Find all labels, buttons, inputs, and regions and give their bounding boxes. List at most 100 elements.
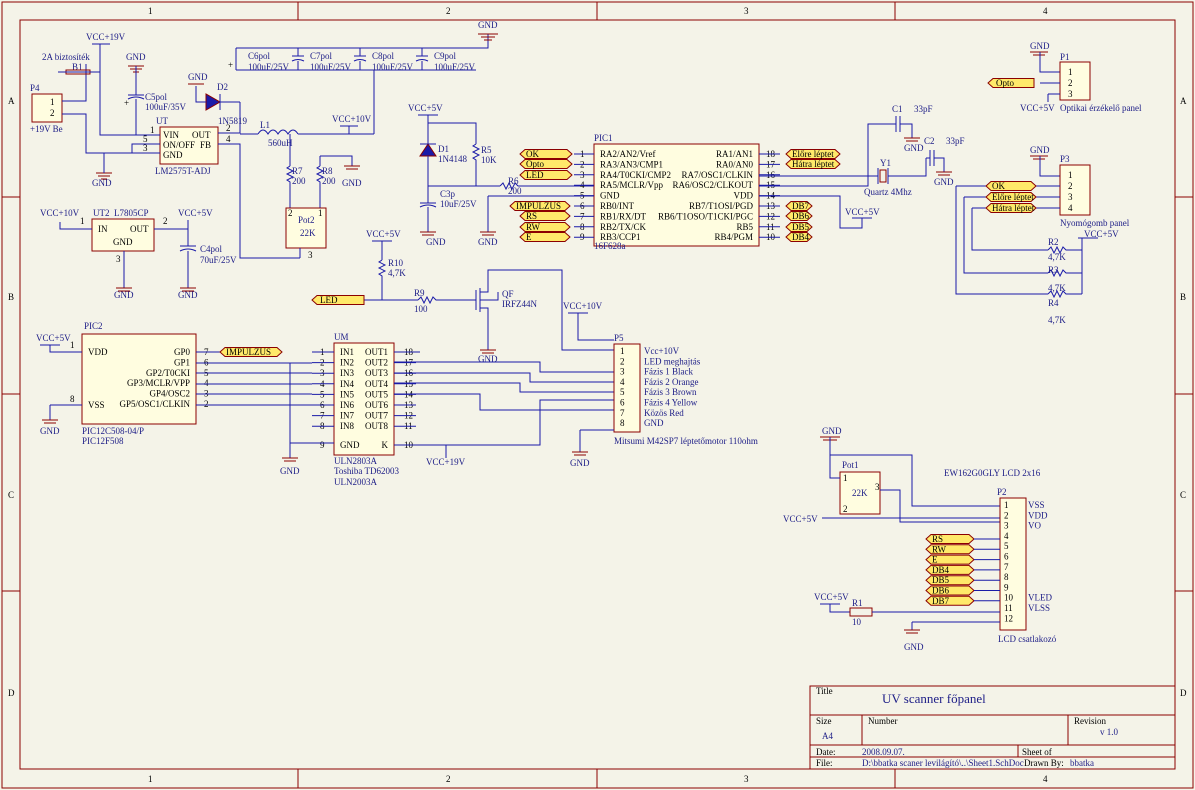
net-ok-pic1 [519, 149, 573, 159]
net-hatra-p3 [985, 203, 1037, 213]
r8-ref: R8 [322, 166, 333, 176]
net-led-pic1 [519, 170, 573, 180]
svg-text:+: + [228, 60, 233, 70]
connectors-right: GND P1 1 2 3 VCC+5V Optikai érzékelő pan… [955, 41, 1142, 325]
p5-pin-number: 5 [620, 387, 625, 397]
pic2-value-1: PIC12C508-04/P [82, 426, 144, 436]
vcc19-label: VCC+19V [86, 32, 126, 42]
ut-value: LM2575T-ADJ [155, 166, 211, 176]
um-ref: UM [334, 332, 349, 342]
um-output-pin: OUT6 [365, 400, 388, 410]
p5-desc: Mitsumi M42SP7 léptetőmotor 110ohm [614, 436, 758, 446]
p5-pin-number: 1 [620, 346, 625, 356]
r1-ref: R1 [852, 598, 863, 608]
net-hatra-pic1 [785, 159, 841, 169]
um-value-3: ULN2003A [334, 477, 377, 487]
c8-ref: C8pol [372, 51, 395, 61]
p5-pin-label: Vcc+10V [644, 346, 680, 356]
p5-pin-number: 3 [620, 367, 625, 377]
net-impulzus-pic2 [219, 347, 283, 357]
p2-ref: P2 [997, 487, 1007, 497]
d2-value: 1N5819 [218, 116, 247, 126]
net-db4-pic1-text: DB4 [792, 232, 810, 242]
svg-text:3: 3 [875, 482, 880, 492]
r8-value: 200 [322, 176, 336, 186]
gnd-c4-label: GND [178, 290, 198, 300]
r1-body [849, 607, 873, 617]
vcc5-pic2-label: VCC+5V [36, 333, 71, 343]
svg-text:1: 1 [80, 216, 85, 226]
ut2-value: L7805CP [114, 208, 149, 218]
pic2-right-pin: GP3/MCLR/VPP [127, 378, 190, 388]
pic1-section: VCC+5V D1 1N4148 R5 10K R6 200 C3p 10uF/… [408, 103, 965, 251]
svg-text:OUT: OUT [192, 130, 211, 140]
pic1-right-pin: RB6/T1OSO/T1CKI/PGC [658, 211, 753, 221]
p5-pin-label: Fázis 4 Yellow [644, 398, 698, 408]
pic1-right-pin: RB7/T1OSI/PGD [689, 201, 754, 211]
pic1-right-pin: RA6/OSC2/CLKOUT [672, 180, 753, 190]
net-ok-p3-text: OK [992, 181, 1005, 191]
col-label-4-bottom: 4 [1043, 774, 1048, 784]
date-value: 2008.09.07. [862, 747, 905, 757]
pic1-right-pin: VDD [734, 191, 754, 201]
pot1-value: 22K [852, 488, 868, 498]
p2-pin-label: VO [1028, 521, 1041, 531]
svg-text:2: 2 [1068, 78, 1073, 88]
pic1-left-pin: RA4/T0CKI/CMP2 [600, 170, 671, 180]
p5-pin-label: GND [644, 418, 664, 428]
p5-pin-number: 8 [620, 418, 625, 428]
pic2-ref: PIC2 [84, 321, 103, 331]
um-input-pin: IN8 [340, 421, 354, 431]
p5-pin-label: Fázis 2 Orange [644, 377, 698, 387]
um-output-pin: OUT4 [365, 379, 388, 389]
svg-text:3: 3 [1068, 89, 1073, 99]
net-elore-pic1-text: Előre léptet [792, 149, 834, 159]
p2-pin-number: 12 [1004, 613, 1013, 623]
r9-value: 100 [414, 304, 428, 314]
net-e-pic1-text: E [526, 232, 532, 242]
p4-ref: P4 [30, 83, 40, 93]
pic1-right-pin: RA1/AN1 [716, 149, 753, 159]
svg-text:2: 2 [226, 123, 231, 133]
p5-connector [613, 343, 641, 433]
revision-value: v 1.0 [1100, 727, 1119, 737]
net-opto-pic1 [519, 159, 573, 169]
um-output-pin: OUT1 [365, 347, 388, 357]
p5-pin-label: LED meghajtás [644, 356, 701, 366]
um-in-pin-number: 9 [320, 440, 325, 450]
title-block: Title UV scanner főpanel Size A4 Number … [809, 685, 1176, 770]
c2-ref: C2 [924, 136, 935, 146]
gnd-c3-label: GND [426, 237, 446, 247]
qf-value: IRFZ44N [502, 299, 538, 309]
p2-pin-number: 2 [1004, 510, 1009, 520]
p3-ref: P3 [1060, 154, 1070, 164]
svg-text:1: 1 [843, 473, 848, 483]
svg-text:GND: GND [113, 237, 133, 247]
gnd-c1-label: GND [904, 143, 924, 153]
gnd-pic1-label: GND [478, 237, 498, 247]
pic1-left-pin: RB0/INT [600, 201, 635, 211]
d2-diode-symbol [205, 93, 222, 111]
l1-ref: L1 [260, 120, 270, 130]
fuse-label: 2A biztosíték [42, 52, 90, 62]
svg-text:3: 3 [1068, 192, 1073, 202]
svg-text:1: 1 [318, 208, 323, 218]
gnd-um-label: GND [280, 466, 300, 476]
vcc5-r1-label: VCC+5V [814, 592, 849, 602]
svg-text:IN: IN [98, 224, 108, 234]
c4-value: 70uF/25V [200, 255, 237, 265]
revision-label: Revision [1074, 716, 1107, 726]
r4-ref: R4 [1048, 298, 1059, 308]
row-label-a-right: A [1180, 96, 1187, 106]
p1-connector [1059, 61, 1091, 101]
d2-ref: D2 [217, 82, 228, 92]
row-label-c-right: C [1180, 490, 1186, 500]
c9-value: 100uF/25V [434, 62, 476, 72]
p2-pin-number: 7 [1004, 562, 1009, 572]
net-db4-pic1 [785, 232, 813, 242]
c7-value: 100uF/25V [310, 62, 352, 72]
net-db7-lcd-text: DB7 [932, 596, 950, 606]
